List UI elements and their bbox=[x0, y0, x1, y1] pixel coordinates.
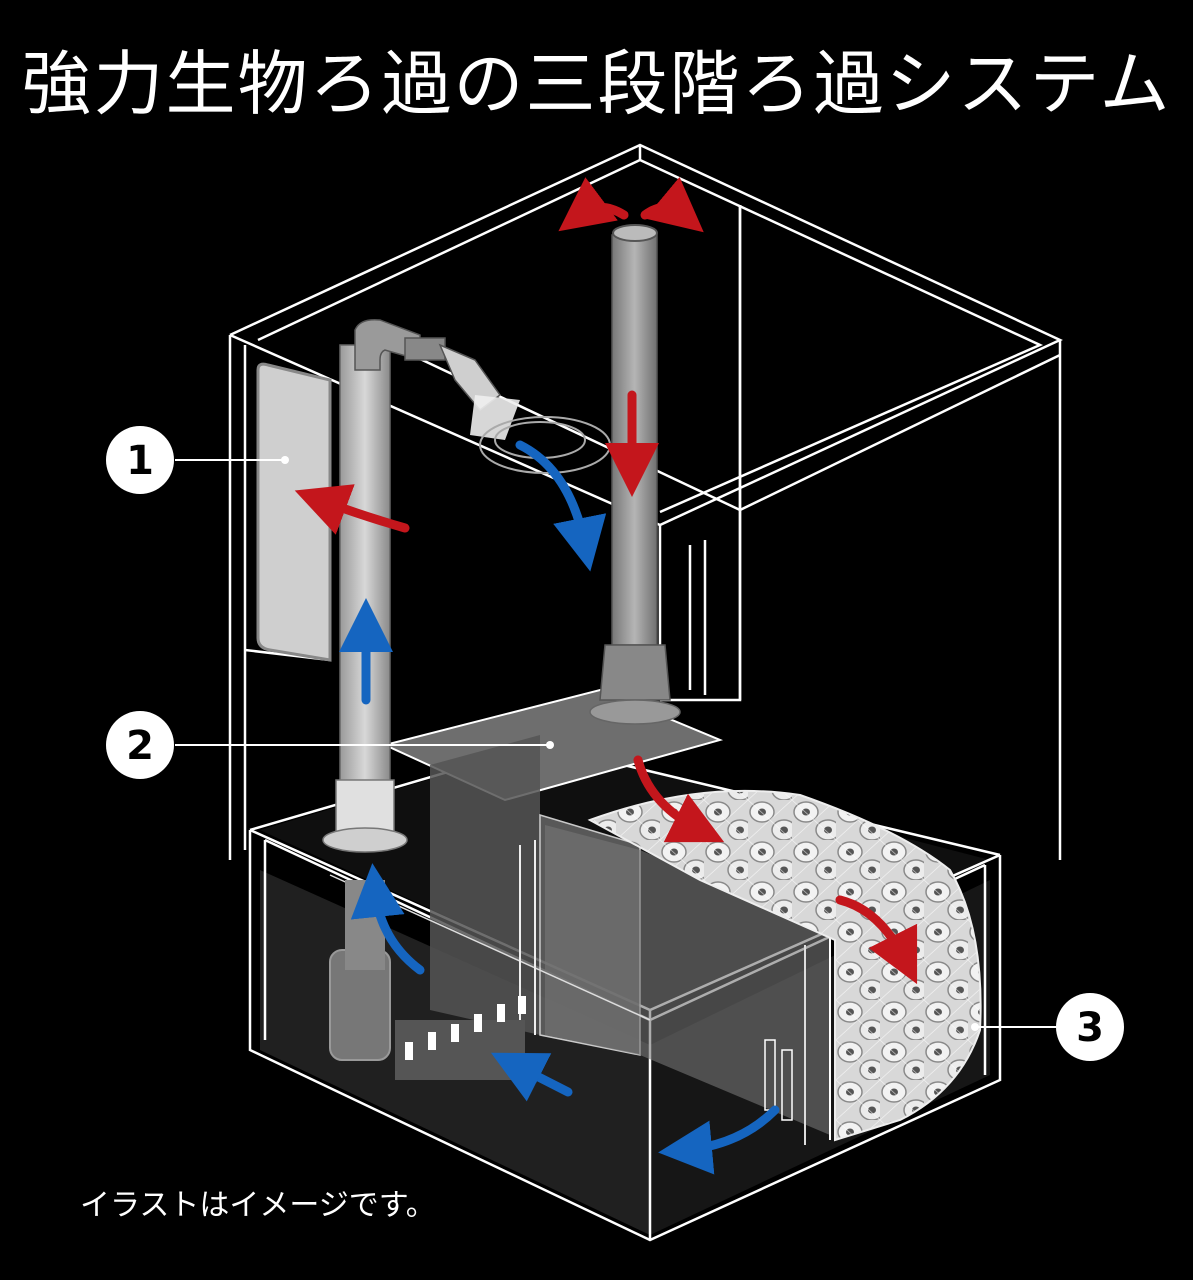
flow-arrows-blue bbox=[339, 440, 780, 1175]
illustration-disclaimer: イラストはイメージです。 bbox=[80, 1188, 436, 1223]
callout-number-3: 3 bbox=[1076, 1005, 1104, 1051]
callout-number-1: 1 bbox=[126, 438, 154, 484]
callout-leaders bbox=[175, 459, 1060, 1028]
flow-arrow-red-top-left bbox=[558, 177, 629, 232]
callout-number-2: 2 bbox=[126, 723, 154, 769]
chamber-1-filter-panel bbox=[256, 362, 332, 662]
page-title: 強力生物ろ過の三段階ろ過システム bbox=[21, 43, 1172, 125]
flow-arrows-red bbox=[294, 176, 918, 985]
callout-badge-2: 2 bbox=[106, 711, 174, 779]
callout-badge-1: 1 bbox=[106, 426, 174, 494]
flow-arrow-blue-splash-down bbox=[515, 440, 607, 572]
flow-arrow-red-chamber-1 bbox=[294, 484, 410, 535]
flow-arrow-red-through-media bbox=[835, 895, 918, 985]
return-pipe bbox=[322, 318, 611, 853]
flow-arrow-red-to-media bbox=[633, 755, 725, 843]
flow-arrow-blue-pump-up bbox=[350, 863, 425, 975]
flow-arrow-red-top-right bbox=[640, 176, 704, 233]
filter-media-ring-bag bbox=[587, 789, 982, 1142]
flow-arrow-blue-sump-right bbox=[658, 1105, 780, 1175]
callout-badge-3: 3 bbox=[1056, 993, 1124, 1061]
flow-arrow-blue-sump-center bbox=[490, 1052, 573, 1102]
